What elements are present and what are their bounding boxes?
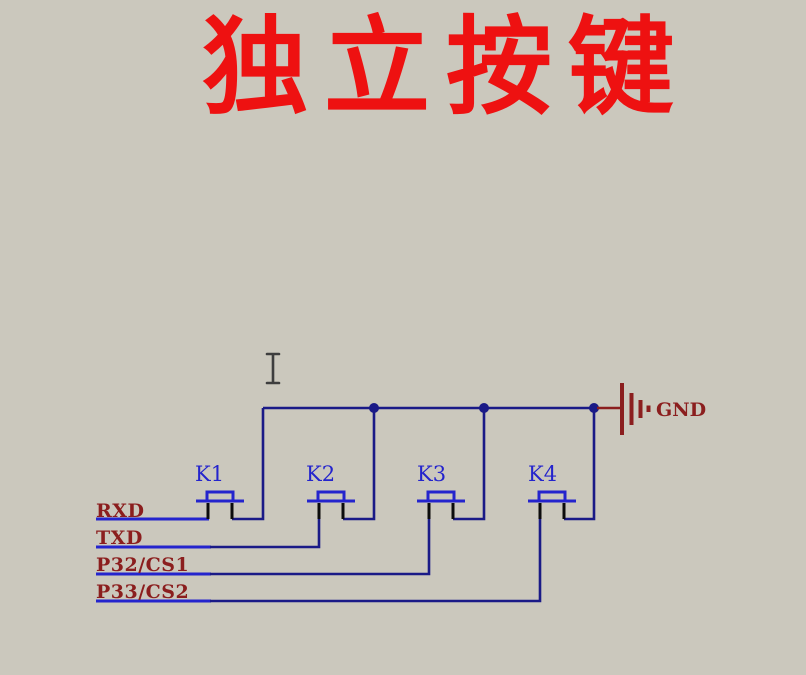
rail-drop-k1[interactable] — [232, 408, 265, 521]
button-label-k4[interactable]: K4 — [528, 462, 558, 486]
pushbutton-k3[interactable] — [417, 490, 465, 519]
rail-drop-wires[interactable] — [232, 408, 596, 521]
button-cap[interactable] — [426, 490, 456, 501]
net-label-p32-cs1[interactable]: P32/CS1 — [96, 554, 190, 576]
rail-drop-k3[interactable] — [453, 408, 486, 521]
button-pins[interactable] — [206, 503, 234, 519]
net-route-wires[interactable] — [210, 519, 542, 603]
net-label-txd[interactable]: TXD — [96, 527, 143, 549]
ground-label[interactable]: GND — [656, 399, 707, 421]
button-cap[interactable] — [316, 490, 346, 501]
route-p32-k3[interactable] — [210, 519, 431, 576]
pushbutton-k2[interactable] — [307, 490, 355, 519]
ground-symbol-icon[interactable] — [597, 383, 651, 435]
button-pins[interactable] — [538, 503, 566, 519]
pushbutton-k1[interactable] — [196, 490, 244, 519]
button-cap[interactable] — [537, 490, 567, 501]
net-label-p33-cs2[interactable]: P33/CS2 — [96, 581, 190, 603]
route-p33-k4[interactable] — [210, 519, 542, 603]
junction-dot — [369, 403, 379, 413]
net-label-rxd[interactable]: RXD — [96, 500, 145, 522]
route-txd-k2[interactable] — [210, 519, 321, 549]
page-title: 独立按键 — [202, 4, 690, 129]
junction-dot — [589, 403, 599, 413]
pushbutton-k4[interactable] — [528, 490, 576, 519]
rail-drop-k2[interactable] — [343, 408, 376, 521]
button-label-k3[interactable]: K3 — [417, 462, 447, 486]
button-cap[interactable] — [205, 490, 235, 501]
text-ibeam-cursor-icon — [265, 352, 281, 385]
junction-dot — [479, 403, 489, 413]
button-pins[interactable] — [317, 503, 345, 519]
button-label-k2[interactable]: K2 — [306, 462, 336, 486]
net-stub-wires[interactable] — [96, 517, 211, 603]
junction-dots — [369, 403, 599, 413]
button-label-k1[interactable]: K1 — [195, 462, 225, 486]
button-pins[interactable] — [427, 503, 455, 519]
rail-drop-k4[interactable] — [564, 408, 596, 521]
